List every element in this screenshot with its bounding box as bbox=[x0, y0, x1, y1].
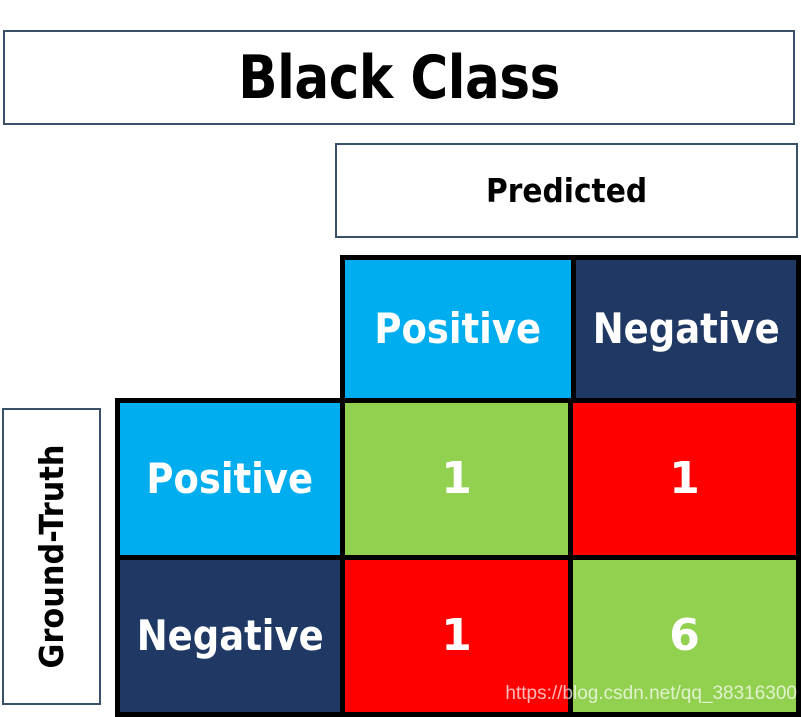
cell-true-negative: 6 bbox=[573, 560, 796, 712]
cell-true-positive: 1 bbox=[345, 403, 568, 555]
cell-false-negative-value: 1 bbox=[669, 453, 700, 504]
row-header-positive: Positive bbox=[120, 403, 340, 555]
title-box: Black Class bbox=[3, 30, 795, 125]
predicted-axis-box: Predicted bbox=[335, 143, 798, 238]
column-header-positive: Positive bbox=[345, 260, 571, 398]
row-header-negative: Negative bbox=[120, 560, 340, 712]
column-header-negative-label: Negative bbox=[592, 304, 780, 353]
cell-false-positive-value: 1 bbox=[441, 610, 472, 661]
row-header-positive-label: Positive bbox=[146, 454, 314, 503]
page-title: Black Class bbox=[238, 42, 560, 113]
cell-false-negative: 1 bbox=[573, 403, 796, 555]
row-header-negative-label: Negative bbox=[136, 611, 324, 660]
matrix-row: Negative 1 6 bbox=[120, 560, 796, 712]
confusion-matrix: Positive 1 1 Negative 1 6 bbox=[115, 398, 801, 717]
cell-false-positive: 1 bbox=[345, 560, 568, 712]
column-header-negative: Negative bbox=[576, 260, 796, 398]
column-header-positive-label: Positive bbox=[374, 304, 542, 353]
predicted-axis-label: Predicted bbox=[485, 171, 648, 210]
ground-truth-axis-label: Ground-Truth bbox=[32, 444, 72, 669]
ground-truth-axis-box: Ground-Truth bbox=[2, 408, 101, 705]
cell-true-negative-value: 6 bbox=[669, 610, 700, 661]
matrix-row: Positive 1 1 bbox=[120, 403, 796, 555]
column-header-strip: Positive Negative bbox=[340, 255, 801, 398]
cell-true-positive-value: 1 bbox=[441, 453, 472, 504]
